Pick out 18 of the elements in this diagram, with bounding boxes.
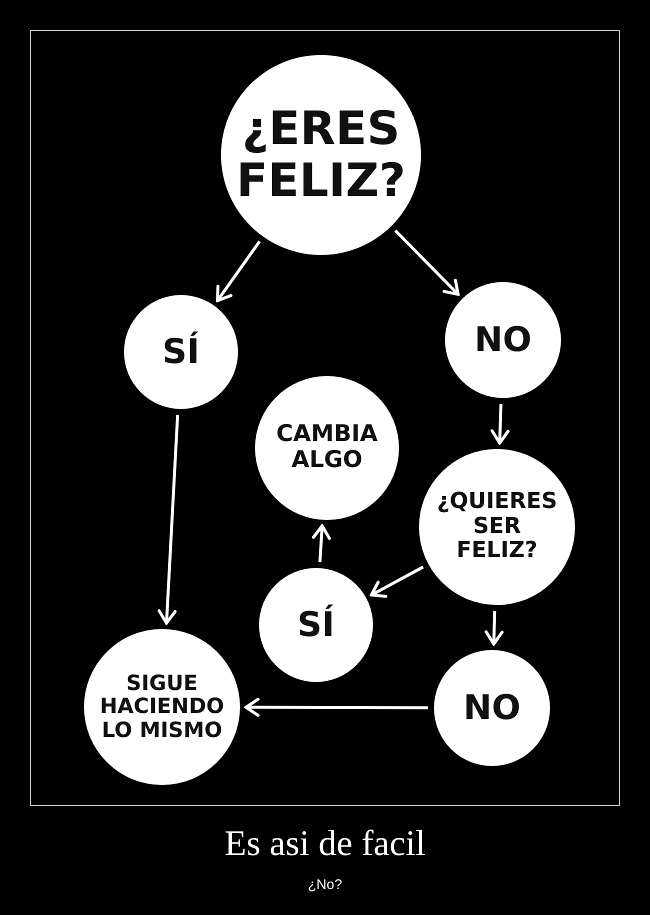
node-label: ¿ERES FELIZ?: [235, 103, 407, 207]
node-label: NO: [474, 320, 532, 360]
arrow: [244, 698, 428, 717]
node-label: NO: [463, 688, 521, 728]
arrow: [490, 404, 510, 445]
title: Es asi de facil: [224, 822, 426, 864]
node-label: SÍ: [297, 606, 335, 644]
arrow: [312, 524, 331, 562]
arrow: [158, 414, 180, 625]
node-label: CAMBIA ALGO: [275, 422, 379, 474]
arrow: [370, 566, 424, 598]
arrow: [394, 230, 460, 296]
node-label: SÍ: [162, 332, 200, 372]
arrow: [216, 240, 261, 302]
node-label: SIGUE HACIENDO LO MISMO: [98, 672, 226, 742]
arrow: [484, 610, 504, 646]
node-label: ¿QUIERES SER FELIZ?: [436, 490, 558, 564]
caption: ¿No?: [306, 876, 344, 892]
